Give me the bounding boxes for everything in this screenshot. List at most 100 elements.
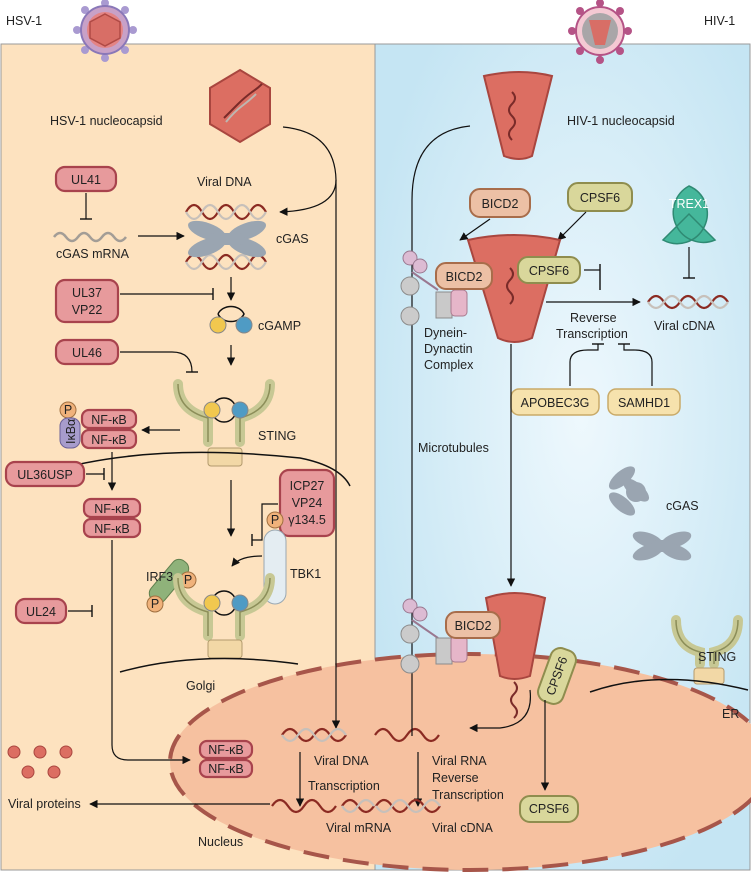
nfkb-label-3: NF-κB: [94, 502, 129, 516]
hiv-capsid-bottom: [484, 592, 547, 680]
nfkb-label-2: NF-κB: [91, 433, 126, 447]
sting-icon: [173, 379, 275, 467]
viral-proteins-dots: [7, 745, 73, 779]
hiv-er-label: ER: [722, 707, 739, 721]
cgas-mrna-label: cGAS mRNA: [56, 247, 130, 261]
ul37-vp22-box: [54, 278, 120, 324]
viral-cdna-label: Viral cDNA: [654, 319, 716, 333]
p-label-tbk1: P: [271, 513, 279, 527]
hsv-sting-label: STING: [258, 429, 296, 443]
hiv1-label: HIV-1: [704, 14, 735, 28]
ul36usp-label: UL36USP: [17, 468, 73, 482]
rt-label-1: Reverse: [570, 311, 617, 325]
nucleus-viral-rna-label: Viral RNA: [432, 754, 487, 768]
viral-proteins-label: Viral proteins: [8, 797, 81, 811]
p-label-irf3-2: P: [151, 597, 159, 611]
nucleus: [168, 652, 751, 872]
ul36usp-box: [4, 460, 86, 488]
cpsf6-label: CPSF6: [580, 191, 620, 205]
nfkb-box-3: [82, 497, 142, 519]
viral-cdna-helix-icon: [647, 294, 729, 310]
hiv1-nucleocapsid-label: HIV-1 nucleocapsid: [567, 114, 675, 128]
tbk1-label: TBK1: [290, 567, 321, 581]
apobec3g-label: APOBEC3G: [521, 396, 590, 410]
p-label-irf3-1: P: [184, 573, 192, 587]
nucleus-nfkb-label-1: NF-κB: [208, 743, 243, 757]
nucleus-viral-dna-helix: [281, 727, 347, 743]
nfkb-label-1: NF-κB: [91, 413, 126, 427]
nucleus-viral-rna-strand: [374, 727, 440, 743]
ul46-label: UL46: [72, 346, 102, 360]
nucleus-label: Nucleus: [198, 835, 243, 849]
cpsf6-box: [567, 182, 633, 212]
bicd2-label: BICD2: [482, 197, 519, 211]
irf3-label: IRF3: [146, 570, 173, 584]
hiv-sting-label: STING: [698, 650, 736, 664]
cpsf6-bottom-box: [537, 647, 577, 705]
cgamp-label: cGAMP: [258, 319, 301, 333]
nucleus-nfkb-label-2: NF-κB: [208, 762, 243, 776]
vp22-label: VP22: [72, 303, 103, 317]
trex1-label: TREX1: [669, 197, 709, 211]
nfkb-box-4: [82, 517, 142, 539]
nucleus-viral-dna-label: Viral DNA: [314, 754, 369, 768]
bicd2-bottom-box: [445, 611, 501, 639]
dynein-dynactin-icon: [400, 250, 468, 326]
cgas-mrna-strand: [53, 231, 127, 243]
ul37-label: UL37: [72, 286, 102, 300]
hsv-cgas-label: cGAS: [276, 232, 309, 246]
bicd2-bound-label: BICD2: [446, 270, 483, 284]
hsv1-virion-icon: [73, 0, 137, 62]
bicd2-bound-box: [435, 262, 493, 290]
hiv1-nucleocapsid-icon: [482, 71, 554, 160]
microtubules-label: Microtubules: [418, 441, 489, 455]
p-label-ikba: P: [64, 403, 72, 417]
samhd1-box: [607, 388, 681, 416]
nfkb-box-2: [80, 428, 138, 450]
hsv1-nucleocapsid-label: HSV-1 nucleocapsid: [50, 114, 163, 128]
nucleus-viral-cdna-label: Viral cDNA: [432, 821, 494, 835]
golgi-label: Golgi: [186, 679, 215, 693]
nucleus-viral-mrna-strand: [271, 798, 441, 814]
hiv-er-membrane: [589, 678, 749, 693]
dynein-label-3: Complex: [424, 358, 474, 372]
icp27-label: ICP27: [290, 479, 325, 493]
trex1-icon: [661, 185, 717, 245]
nucleus-nfkb-box-1: [198, 739, 254, 760]
ul41-label: UL41: [71, 173, 101, 187]
ul24-box: [14, 597, 68, 625]
nfkb-box-1: [80, 408, 138, 430]
rt-label-2: Transcription: [556, 327, 628, 341]
hsv1-nucleocapsid-icon: [209, 68, 271, 144]
hiv-cgas-label: cGAS: [666, 499, 699, 513]
vp24-label: VP24: [292, 496, 323, 510]
icp27-vp24-g1345-box: [278, 468, 336, 538]
ikba-label: IκBα: [64, 419, 78, 444]
nfkb-label-4: NF-κB: [94, 522, 129, 536]
nucleus-transcription-label-2: Transcription: [432, 788, 504, 802]
cpsf6-bound-box: [517, 256, 581, 284]
nucleus-transcription-label: Transcription: [308, 779, 380, 793]
nucleus-reverse-label: Reverse: [432, 771, 479, 785]
ul24-label: UL24: [26, 605, 56, 619]
sting-golgi-icon: [173, 573, 275, 659]
cgamp-icon: [209, 305, 253, 334]
samhd1-label: SAMHD1: [618, 396, 670, 410]
nucleus-nfkb-box-2: [198, 758, 254, 779]
hsv-viral-dna-label: Viral DNA: [197, 175, 252, 189]
nucleus-cpsf6-label: CPSF6: [529, 802, 569, 816]
nucleus-viral-mrna-label: Viral mRNA: [326, 821, 392, 835]
hsv1-label: HSV-1: [6, 14, 42, 28]
g1345-label: γ134.5: [288, 513, 326, 527]
hiv-sting-icon: [671, 615, 743, 685]
dynein-label-1: Dynein-: [424, 326, 467, 340]
dna-helix-icon: [185, 203, 267, 271]
dynein-dynactin-bottom-icon: [400, 598, 468, 674]
bicd2-box: [469, 188, 531, 218]
hiv-cgas-icon: [608, 466, 692, 561]
cpsf6-bound-label: CPSF6: [529, 264, 569, 278]
golgi-membrane: [119, 657, 299, 673]
er-membrane-hsv: [47, 451, 351, 487]
